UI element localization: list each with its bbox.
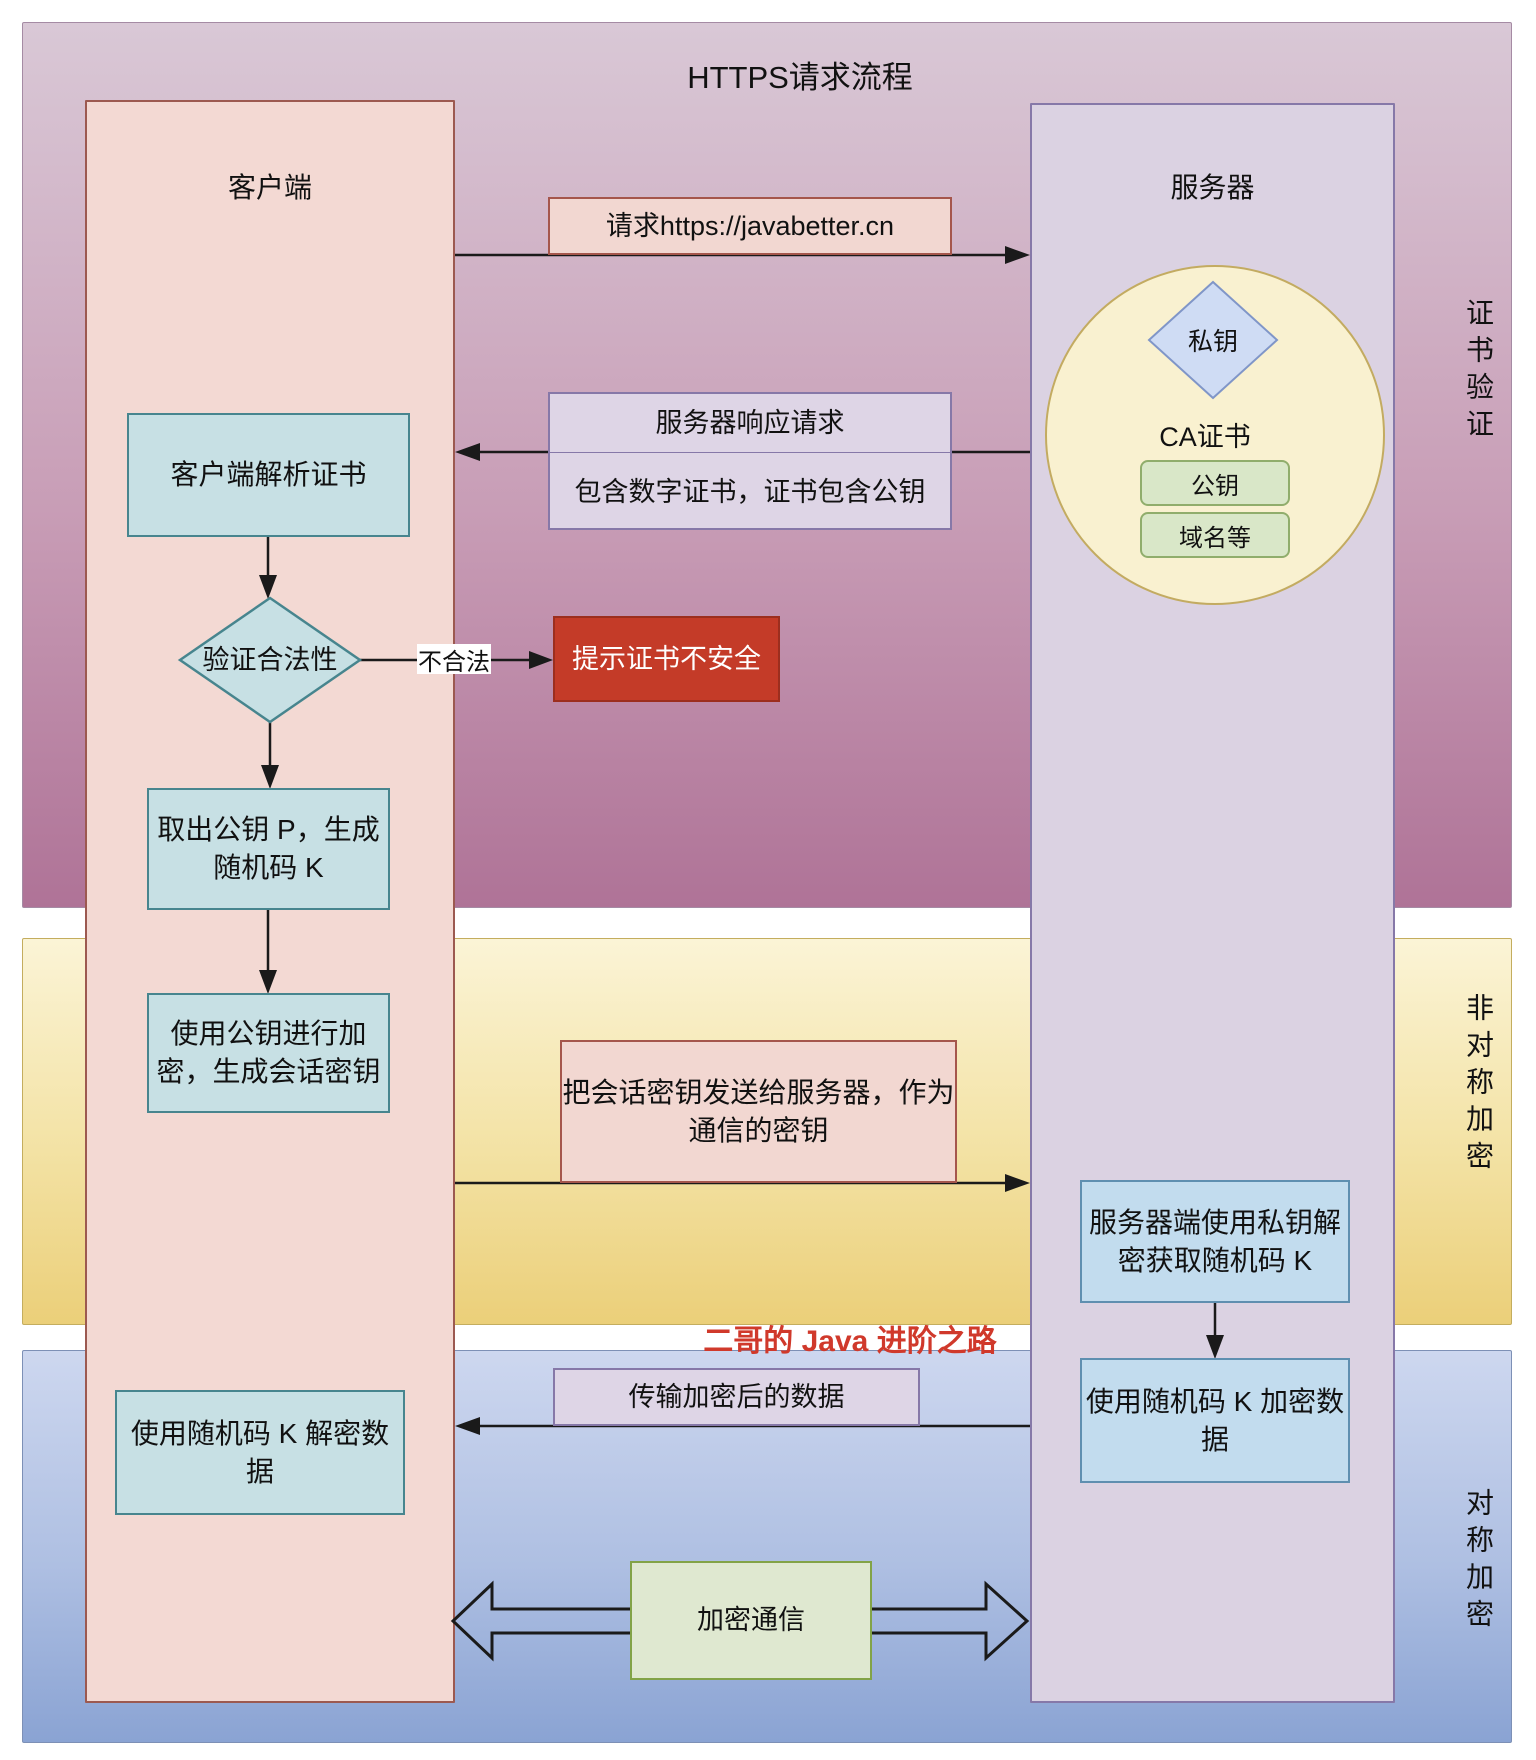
server-column-title: 服务器: [1170, 172, 1255, 203]
private-key-label: 私钥: [1187, 328, 1238, 356]
band-label-symmetric: 对称加密: [1463, 1488, 1494, 1636]
invalid-branch-label: 不合法: [417, 644, 491, 676]
ca-cert-label: CA证书: [1159, 421, 1251, 452]
response-box: 服务器响应请求 包含数字证书，证书包含公钥: [548, 392, 952, 530]
parse-cert-box: 客户端解析证书: [127, 413, 410, 537]
send-session-key-box: 把会话密钥发送给服务器，作为 通信的密钥: [560, 1040, 957, 1183]
watermark: 二哥的 Java 进阶之路: [703, 1325, 997, 1358]
page-title: HTTPS请求流程: [687, 59, 913, 95]
response-box-detail: 包含数字证书，证书包含公钥: [574, 476, 926, 507]
transmit-box: 传输加密后的数据: [553, 1368, 920, 1426]
validate-diamond-label: 验证合法性: [202, 644, 338, 675]
band-label-asymmetric: 非对称加密: [1463, 993, 1494, 1178]
domain-pill: 域名等: [1140, 512, 1290, 558]
response-box-title: 服务器响应请求: [550, 394, 950, 453]
cert-unsafe-box: 提示证书不安全: [553, 616, 780, 702]
server-decrypt-box: 服务器端使用私钥解 密获取随机码 K: [1080, 1180, 1350, 1303]
client-decrypt-box: 使用随机码 K 解密数 据: [115, 1390, 405, 1515]
encrypt-pubkey-box: 使用公钥进行加 密，生成会话密钥: [147, 993, 390, 1113]
client-column-title: 客户端: [227, 172, 312, 203]
band-label-cert-verify: 证书验证: [1463, 298, 1494, 446]
extract-key-box: 取出公钥 P，生成 随机码 K: [147, 788, 390, 910]
server-encrypt-box: 使用随机码 K 加密数 据: [1080, 1358, 1350, 1483]
request-box: 请求https://javabetter.cn: [548, 197, 952, 255]
encrypted-comm-box: 加密通信: [630, 1561, 872, 1680]
public-key-pill: 公钥: [1140, 460, 1290, 506]
